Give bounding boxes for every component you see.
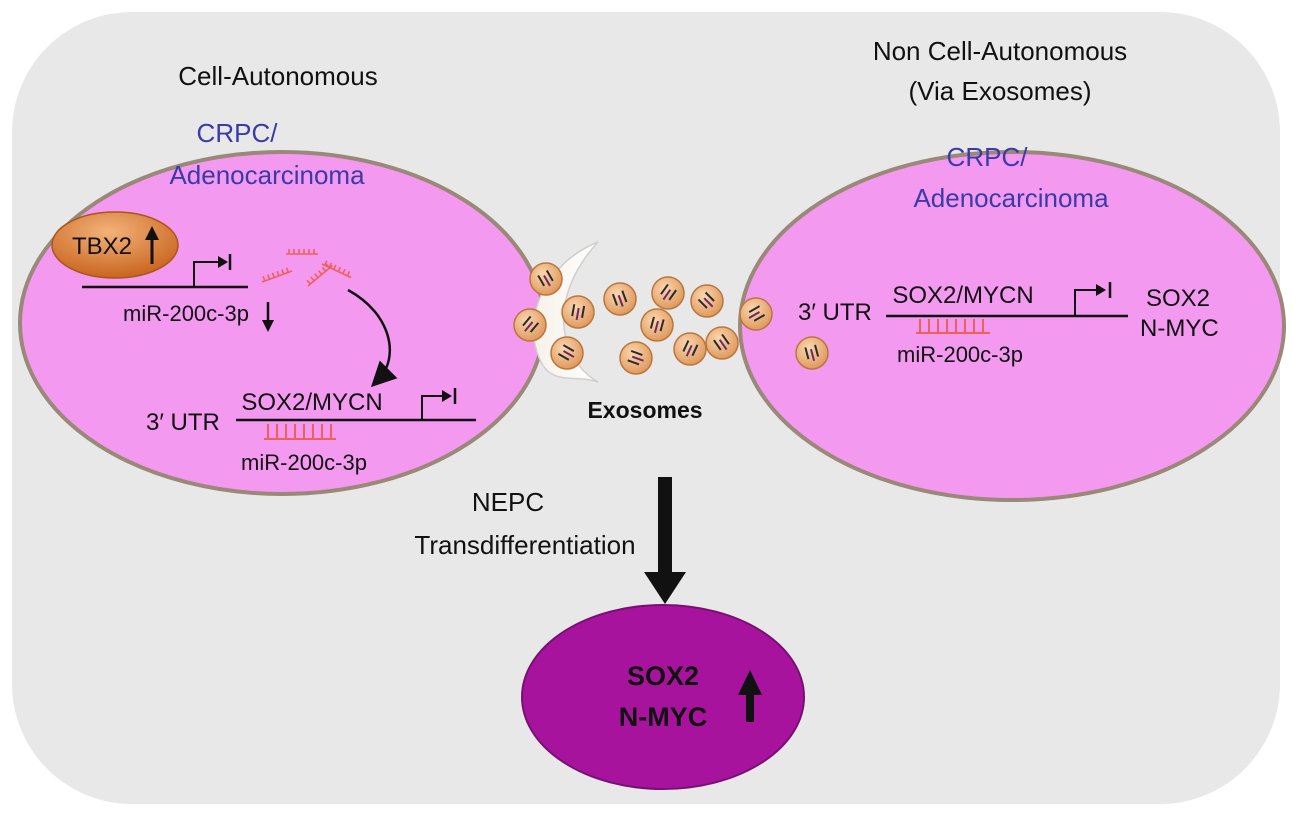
tbx2-up-arrow-icon (145, 226, 159, 240)
left-utr-label: 3′ UTR (146, 409, 220, 436)
exosomes-label: Exosomes (587, 397, 702, 423)
exosome-vesicle (529, 262, 563, 296)
exosome-vesicle (561, 295, 595, 329)
right-cell (738, 150, 1286, 502)
exosome-vesicle (603, 282, 637, 316)
exosome-vesicle (795, 336, 829, 370)
right-cell-body (738, 150, 1286, 502)
right-target-label: SOX2/MYCN (892, 282, 1033, 309)
left-cell-name-line1: CRPC/ (197, 118, 279, 148)
nepc-result-cell (521, 604, 805, 790)
right-bound-mirna (916, 319, 990, 334)
mirna-fragment (286, 249, 318, 255)
mir-promoter-arrow-head (218, 256, 228, 268)
result-line1: SOX2 (627, 661, 699, 691)
exosomes (513, 262, 829, 375)
right-heading-line2: (Via Exosomes) (908, 76, 1091, 106)
left-cell (18, 150, 546, 496)
mirna-targeting-curved-arrow (347, 288, 398, 388)
left-mir-label-top: miR-200c-3p (123, 301, 249, 326)
tbx2-protein (51, 211, 179, 279)
left-bound-mirna (264, 424, 336, 440)
right-utr-label: 3′ UTR (798, 299, 872, 326)
mirna-fragment (261, 267, 293, 283)
exosome-vesicle (619, 341, 653, 375)
right-cell-name-line2: Adenocarcinoma (913, 183, 1109, 213)
mirna-fragments (261, 249, 352, 287)
exosome-vesicle (673, 332, 707, 366)
right-target-promoter-arrow (1074, 289, 1100, 316)
exosome-vesicle (705, 326, 739, 360)
left-mir-label-bottom: miR-200c-3p (241, 450, 367, 475)
result-line2: N-MYC (619, 702, 708, 732)
right-output-line2: N-MYC (1140, 315, 1219, 342)
result-up-arrow-shaft (746, 690, 754, 722)
exosome-vesicle (690, 284, 724, 318)
exosome-vesicle (550, 336, 584, 370)
exosome-vesicle (513, 308, 547, 342)
right-cell-name-line1: CRPC/ (947, 142, 1029, 172)
transition-line1: NEPC (472, 487, 544, 517)
left-target-promoter-arrow-head (442, 390, 452, 402)
right-target-promoter-arrow-head (1096, 284, 1106, 296)
right-heading-line1: Non Cell-Autonomous (873, 36, 1127, 66)
mir-down-arrow-icon (262, 320, 274, 332)
transdifferentiation-arrow-head (644, 572, 686, 604)
exosome-vesicle (640, 308, 674, 342)
tbx2-label: TBX2 (72, 233, 132, 260)
left-cell-body (18, 150, 546, 496)
left-cell-name-line2: Adenocarcinoma (169, 160, 365, 190)
mir-promoter-arrow (193, 261, 222, 287)
exosome-vesicle (739, 297, 773, 331)
exosome-vesicle (651, 276, 685, 310)
left-target-label: SOX2/MYCN (241, 389, 382, 416)
mirna-fragment (321, 260, 352, 279)
right-mir-label: miR-200c-3p (897, 342, 1023, 367)
transdifferentiation-arrow-shaft (658, 477, 672, 577)
left-target-promoter-arrow (421, 395, 446, 420)
left-heading: Cell-Autonomous (178, 61, 377, 91)
result-up-arrow-icon (738, 670, 762, 695)
right-output-line1: SOX2 (1146, 285, 1210, 312)
transition-line2: Transdifferentiation (414, 530, 635, 560)
